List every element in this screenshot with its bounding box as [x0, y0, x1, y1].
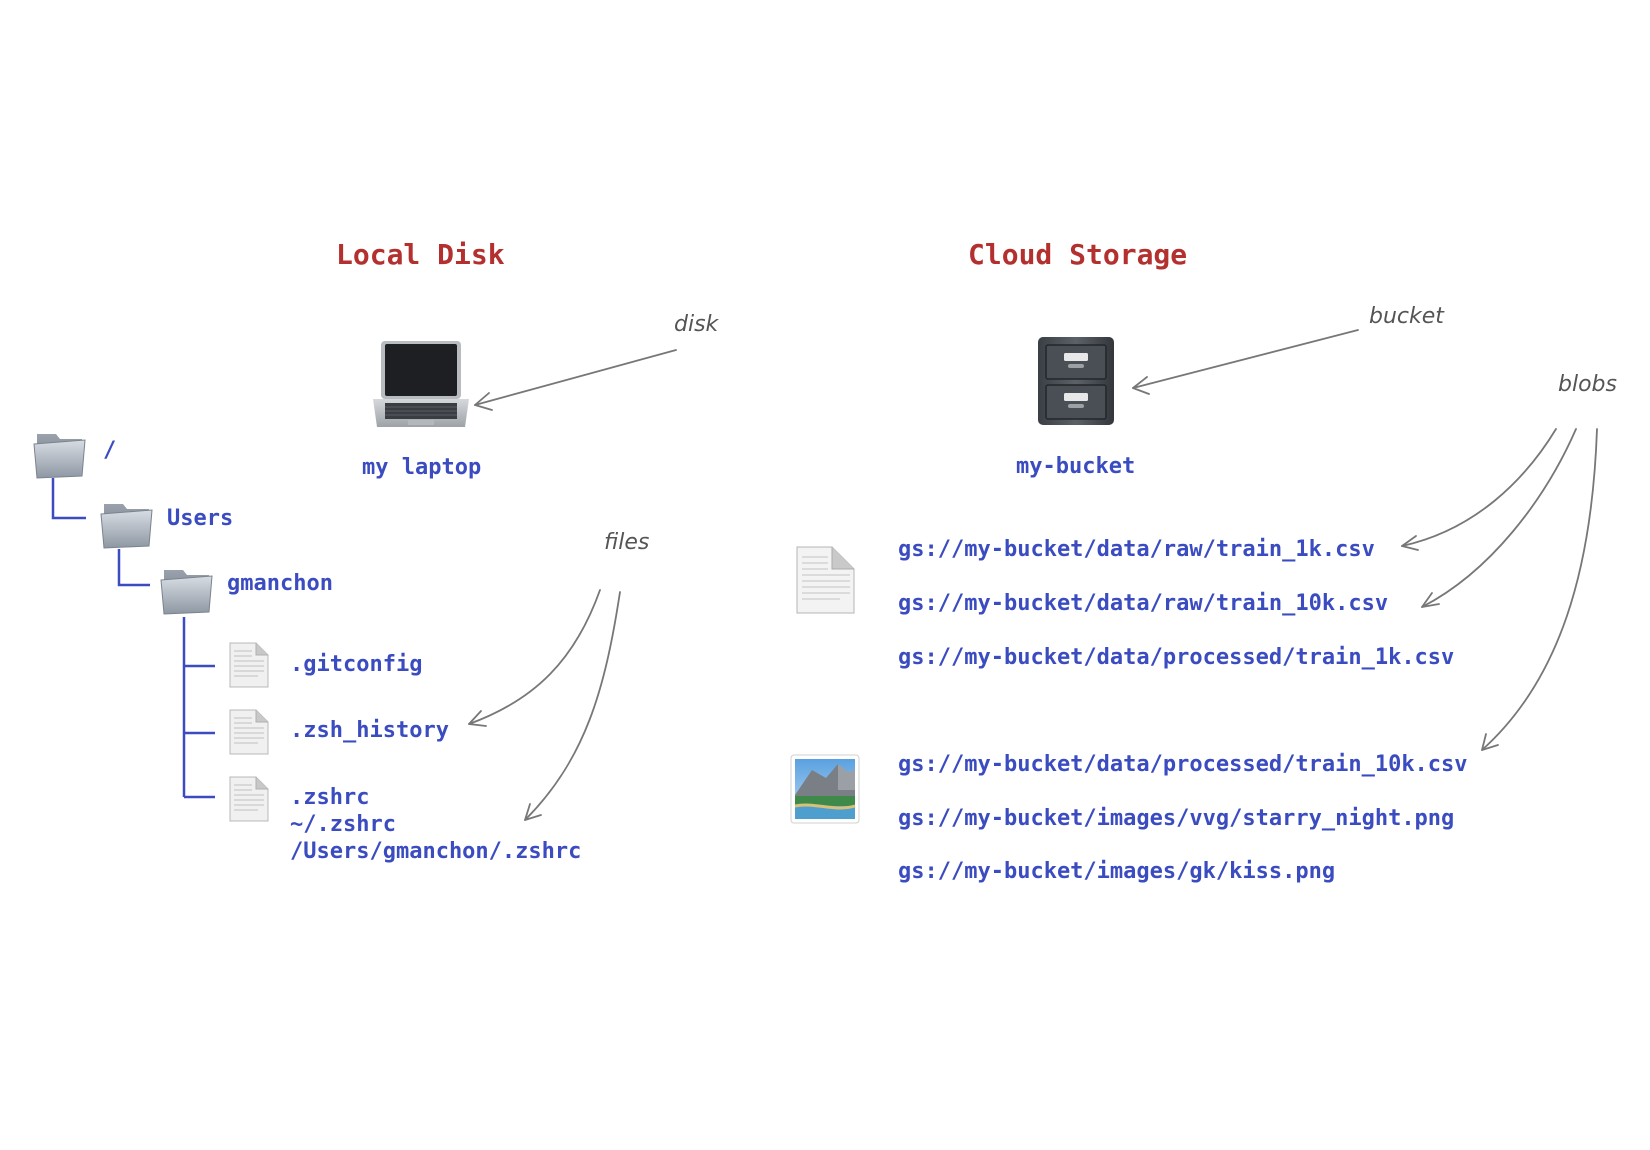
blob-uri-6: gs://my-bucket/images/gk/kiss.png	[898, 859, 1336, 884]
folder-icon-users	[100, 504, 153, 549]
laptop-label: my laptop	[362, 455, 482, 480]
blobs-annotation: blobs	[1558, 372, 1617, 397]
blob-uri-3: gs://my-bucket/data/processed/train_1k.c…	[898, 645, 1455, 670]
disk-annotation: disk	[674, 312, 719, 337]
local-disk-heading: Local Disk	[336, 238, 505, 271]
folder-icon-gmanchon	[160, 570, 213, 615]
laptop-icon	[373, 341, 469, 427]
blob-uri-4: gs://my-bucket/data/processed/train_10k.…	[898, 752, 1468, 777]
landscape-image-icon	[790, 754, 860, 824]
blob-uri-1: gs://my-bucket/data/raw/train_1k.csv	[898, 537, 1375, 562]
file-cabinet-icon	[1038, 337, 1114, 425]
tree-gmanchon-label: gmanchon	[227, 571, 333, 596]
blob-uri-2: gs://my-bucket/data/raw/train_10k.csv	[898, 591, 1389, 616]
tree-file-zsh-history: .zsh_history	[290, 718, 449, 743]
blob-uri-5: gs://my-bucket/images/vvg/starry_night.p…	[898, 806, 1455, 831]
annotation-arrows	[468, 329, 1598, 821]
tree-root-label: /	[103, 438, 117, 463]
tree-file-zshrc: .zshrc	[290, 785, 370, 810]
folder-icon-root	[33, 434, 86, 479]
bucket-label: my-bucket	[1016, 454, 1136, 479]
files-annotation: files	[604, 530, 650, 555]
cloud-storage-heading: Cloud Storage	[968, 238, 1188, 271]
zshrc-absolute-path: /Users/gmanchon/.zshrc	[290, 839, 582, 864]
document-icon-zsh-history	[229, 709, 269, 755]
tree-file-zshrc-group: .zshrc ~/.zshrc /Users/gmanchon/.zshrc	[290, 784, 581, 865]
bucket-annotation: bucket	[1369, 304, 1444, 329]
tree-file-gitconfig: .gitconfig	[290, 652, 423, 677]
document-icon-zshrc	[229, 776, 269, 822]
document-icon-csv-blobs	[796, 546, 855, 614]
document-icon-gitconfig	[229, 642, 269, 688]
tree-users-label: Users	[167, 506, 234, 531]
zshrc-home-path: ~/.zshrc	[290, 812, 396, 837]
